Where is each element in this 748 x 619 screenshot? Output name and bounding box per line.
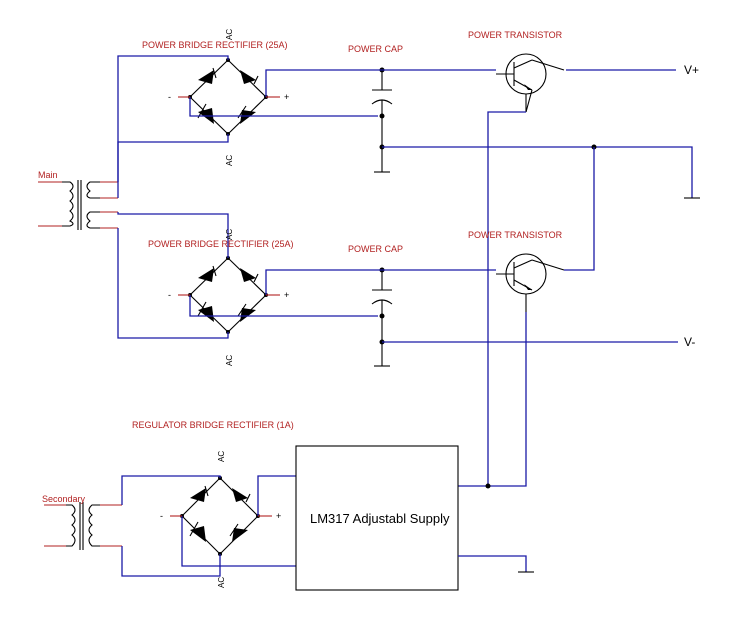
power-capacitor-top xyxy=(371,67,393,173)
bridge-rectifier-regulator xyxy=(180,476,260,556)
output-negative-label: V- xyxy=(684,335,695,349)
bridge-top-label: POWER BRIDGE RECTIFIER (25A) xyxy=(142,40,288,50)
secondary-transformer xyxy=(44,502,122,550)
minus-label: - xyxy=(168,290,171,300)
transistor-top-label: POWER TRANSISTOR xyxy=(468,30,563,40)
ac-label: AC xyxy=(225,229,234,240)
plus-label: + xyxy=(284,92,289,102)
ac-label: AC xyxy=(217,577,226,588)
bridge-regulator-label: REGULATOR BRIDGE RECTIFIER (1A) xyxy=(132,420,294,430)
bridge-rectifier-middle xyxy=(188,256,268,334)
power-transistor-top xyxy=(496,53,565,113)
cap-middle-label: POWER CAP xyxy=(348,244,403,254)
secondary-transformer-label: Secondary xyxy=(42,494,86,504)
cap-top-label: POWER CAP xyxy=(348,44,403,54)
bridge-rectifier-top xyxy=(188,58,268,136)
ac-label: AC xyxy=(225,355,234,366)
output-positive-label: V+ xyxy=(684,63,699,77)
ac-label: AC xyxy=(217,451,226,462)
regulator-box-label: LM317 Adjustabl Supply xyxy=(310,511,450,526)
main-transformer-label: Main xyxy=(38,170,58,180)
power-capacitor-middle xyxy=(371,267,393,367)
bridge-middle-label: POWER BRIDGE RECTIFIER (25A) xyxy=(148,239,294,249)
ac-label: AC xyxy=(225,155,234,166)
power-transistor-middle xyxy=(496,253,565,295)
main-transformer xyxy=(38,180,118,230)
plus-label: + xyxy=(276,511,281,521)
plus-label: + xyxy=(284,290,289,300)
transistor-middle-label: POWER TRANSISTOR xyxy=(468,230,563,240)
ac-label: AC xyxy=(225,29,234,40)
minus-label: - xyxy=(160,511,163,521)
minus-label: - xyxy=(168,92,171,102)
lm317-regulator-box xyxy=(295,445,459,591)
